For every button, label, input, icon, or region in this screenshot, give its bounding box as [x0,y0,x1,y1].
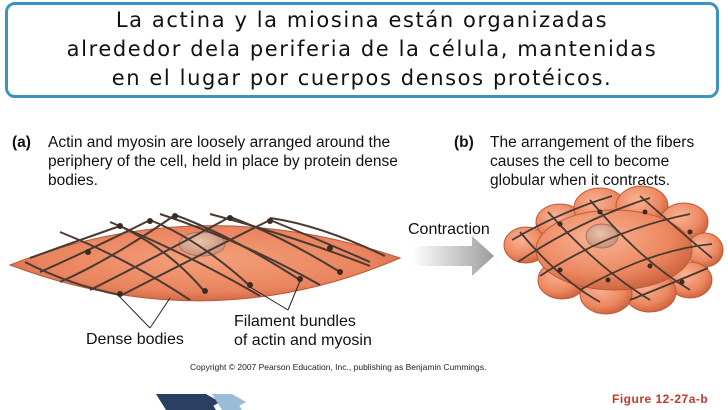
contraction-arrow [412,236,494,276]
label-leader-lines [117,280,301,329]
title-box: La actina y la miosina están organizadas… [5,2,719,98]
panel-b-caption: (b) The arrangement of the fibers causes … [454,133,726,190]
contracted-dense-bodies [557,209,693,285]
slide-title: La actina y la miosina están organizadas… [59,6,666,93]
copyright-notice: Copyright © 2007 Pearson Education, Inc.… [190,362,487,372]
filament-bundles-label: Filament bundles of actin and myosin [234,312,372,350]
title-line-3: en el lugar por cuerpos densos protéicos… [111,65,613,90]
contraction-label: Contraction [408,221,490,238]
title-line-2: alrededor dela periferia de la célula, m… [66,36,658,61]
filament-label-line-2: of actin and myosin [234,332,372,349]
panel-a-tag: (a) [12,134,31,151]
dense-bodies [85,213,343,297]
panel-a-text: Actin and myosin are loosely arranged ar… [48,134,398,189]
contracted-cell [503,185,724,315]
figure-reference: Figure 12-27a-b [612,392,709,406]
panel-b-text: The arrangement of the fibers causes the… [490,134,695,189]
relaxed-cell [8,213,402,329]
dense-bodies-label: Dense bodies [86,331,184,348]
panel-b-tag: (b) [454,134,474,151]
panel-a-caption: (a) Actin and myosin are loosely arranged… [12,133,412,190]
filament-label-line-1: Filament bundles [234,313,356,330]
contracted-nucleus [585,223,619,249]
footer-decoration [156,394,246,410]
title-line-1: La actina y la miosina están organizadas [115,7,609,32]
